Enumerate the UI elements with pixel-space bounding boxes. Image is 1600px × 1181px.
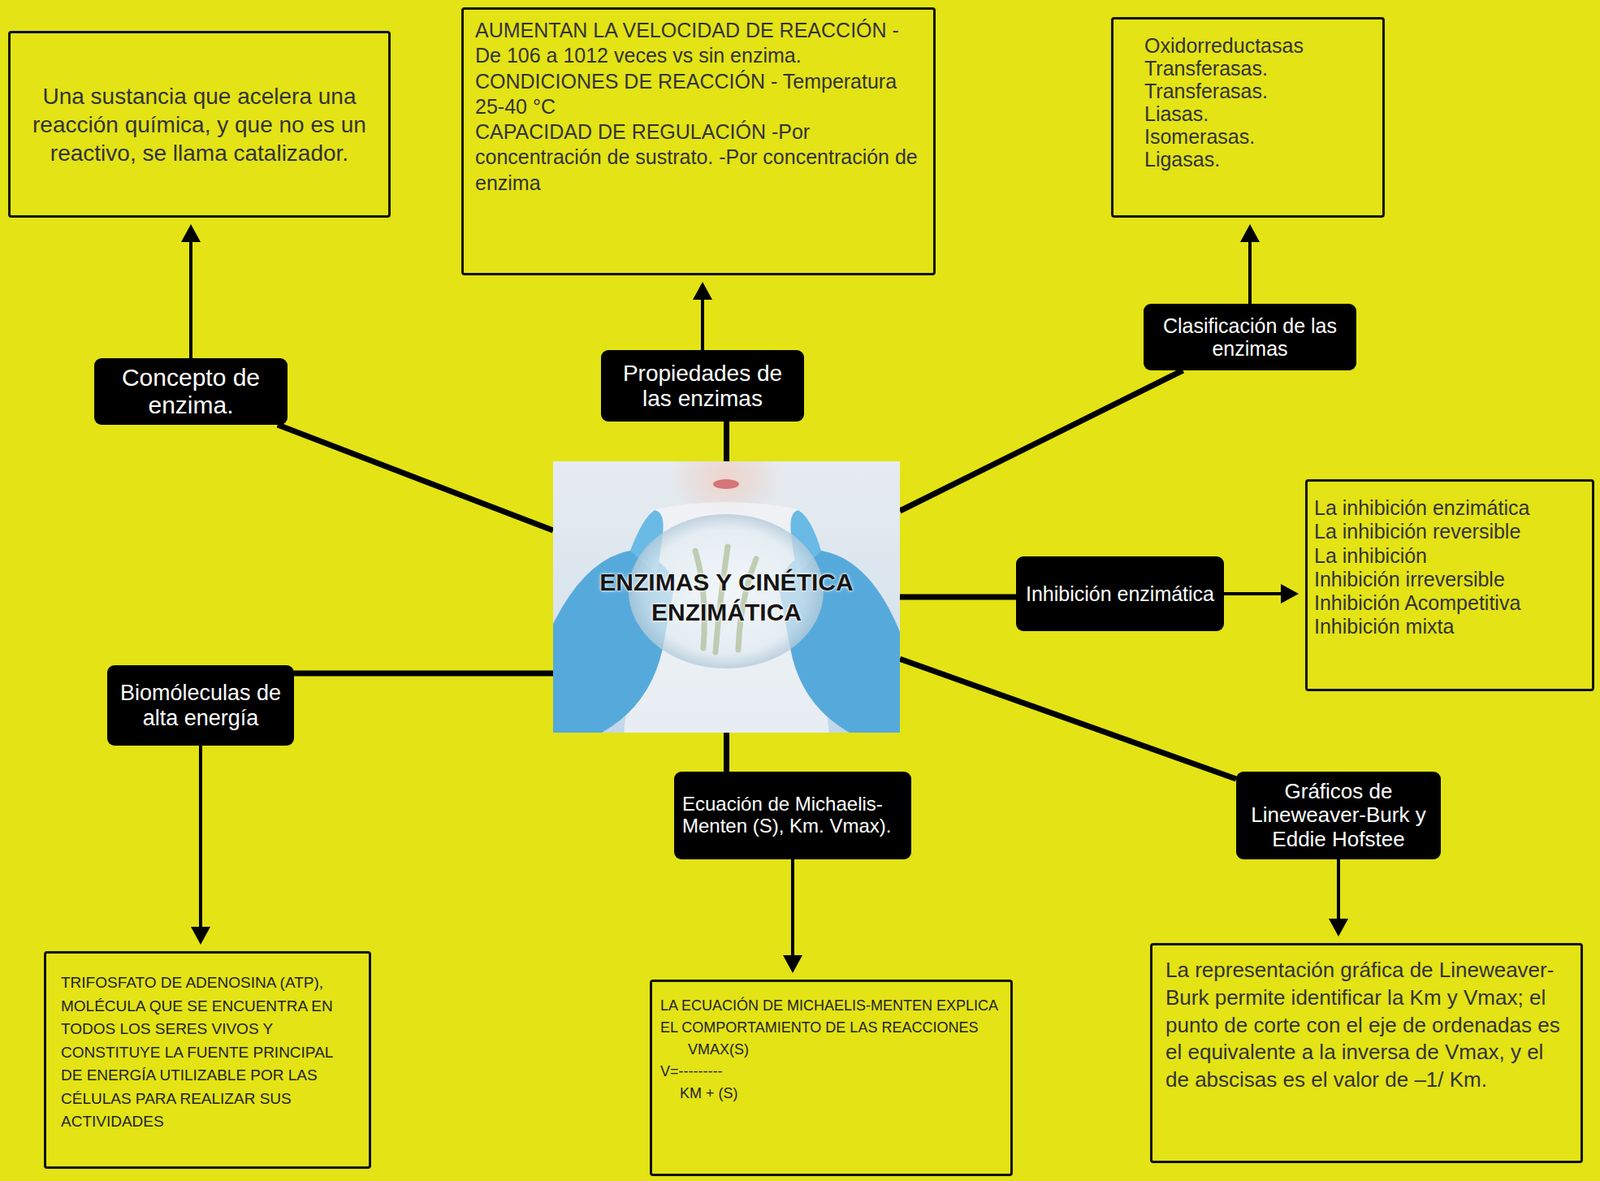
connector-line (899, 594, 1017, 601)
node-text: LA ECUACIÓN DE MICHAELIS-MENTEN EXPLICA … (660, 994, 1003, 1039)
topic-label: Biomóleculas de alta energía (107, 665, 295, 746)
node-text: CONDICIONES DE REACCIÓN - Temperatura 25… (475, 69, 922, 121)
branch-line (899, 658, 1237, 779)
topic-label: Ecuación de Michaelis-Menten (S), Km. Vm… (674, 771, 912, 860)
connector-line (700, 296, 705, 351)
node-text: Concepto de enzima. (102, 363, 280, 419)
topic-label: Gráficos de Lineweaver-Burk y Eddie Hofs… (1236, 771, 1441, 860)
connector-line (1223, 592, 1285, 596)
arrow-head (181, 224, 201, 243)
lab-illustration (553, 461, 900, 733)
inhibition-box: La inhibición enzimáticaLa inhibición re… (1305, 479, 1595, 692)
node-text: Inhibición mixta (1314, 614, 1586, 639)
arrow-head (692, 281, 713, 300)
connector-line (899, 370, 1183, 511)
arrow-head (1328, 918, 1349, 937)
node-text: Inhibición Acompetitiva (1314, 591, 1586, 615)
branch-line (294, 673, 554, 675)
photo-haze (553, 461, 900, 733)
node-text: AUMENTAN LA VELOCIDAD DE REACCIÓN -De 10… (475, 17, 922, 70)
node-text: CAPACIDAD DE REGULACIÓN -Por concentraci… (475, 119, 922, 196)
branch-line (726, 732, 727, 772)
properties-box: AUMENTAN LA VELOCIDAD DE REACCIÓN -De 10… (461, 7, 936, 276)
arrow-head (1240, 224, 1260, 243)
topic-label: Propiedades de las enzimas (601, 350, 805, 422)
node-text: ENZIMAS Y CINÉTICA ENZIMÁTICA (557, 566, 896, 628)
node-text: Biomóleculas de alta energía (115, 680, 286, 730)
connector-line (277, 424, 554, 531)
node-text: La representación gráfica de Lineweaver-… (1165, 956, 1571, 1095)
connector-line (189, 238, 193, 359)
connector-line (1248, 238, 1252, 304)
node-text: Oxidorreductasas (1144, 34, 1371, 57)
node-text: TRIFOSFATO DE ADENOSINA (ATP), MOLÉCULA … (60, 971, 355, 1134)
node-text: Liasas. (1144, 102, 1371, 126)
atp-box: TRIFOSFATO DE ADENOSINA (ATP), MOLÉCULA … (43, 951, 372, 1169)
branch-line (899, 370, 1183, 511)
node-text: Gráficos de Lineweaver-Burk y Eddie Hofs… (1244, 779, 1433, 851)
node-text: Isomerasas. (1144, 125, 1371, 148)
arrow-connector (1328, 859, 1349, 937)
arrow-head (190, 926, 211, 945)
node-text: Ligasas. (1144, 147, 1371, 171)
node-text: Inhibición irreversible (1314, 567, 1586, 592)
topic-label: Inhibición enzimática (1016, 556, 1224, 632)
arrow-head (782, 955, 803, 973)
photo-ground (553, 461, 900, 733)
node-text: Inhibición enzimática (1024, 582, 1216, 606)
connector-line (791, 859, 795, 959)
central-topic: ENZIMAS Y CINÉTICA ENZIMÁTICA (553, 461, 900, 733)
connector-line (723, 421, 730, 462)
arrow-head (1280, 583, 1299, 604)
topic-label: Concepto de enzima. (94, 358, 288, 425)
connector-line (723, 732, 730, 772)
arrow-connector (1223, 583, 1299, 604)
node-text: La inhibición (1314, 544, 1586, 568)
arrow-connector (190, 745, 211, 945)
branch-line (726, 421, 727, 462)
arrow-connector (782, 859, 803, 973)
classification-box: OxidorreductasasTransferasas.Transferasa… (1111, 17, 1385, 218)
definition-box: Una sustancia que acelera una reacción q… (8, 30, 391, 218)
node-text: Propiedades de las enzimas (609, 360, 796, 412)
arrow-connector (1240, 224, 1260, 304)
node-text: Transferasas. (1144, 79, 1371, 103)
node-text: Ecuación de Michaelis-Menten (S), Km. Vm… (682, 793, 904, 838)
node-text: Clasificación de las enzimas (1151, 314, 1349, 360)
node-text: V=--------- (660, 1060, 1003, 1083)
node-text: Transferasas. (1144, 56, 1371, 80)
equation-box: LA ECUACIÓN DE MICHAELIS-MENTEN EXPLICA … (649, 979, 1013, 1177)
node-text: La inhibición reversible (1314, 519, 1586, 544)
arrow-connector (181, 224, 201, 359)
connector-line (1336, 859, 1341, 922)
node-text: VMAX(S) (660, 1038, 1003, 1061)
node-text: Una sustancia que acelera una reacción q… (21, 82, 377, 168)
node-text: KM + (S) (660, 1082, 1003, 1105)
arrow-connector (692, 281, 713, 351)
connector-line (198, 745, 203, 930)
node-text: La inhibición enzimática (1314, 496, 1586, 520)
branch-line (277, 424, 554, 531)
topic-label: Clasificación de las enzimas (1143, 303, 1357, 371)
connector-line (294, 670, 554, 677)
branch-line (899, 596, 1017, 598)
connector-line (899, 658, 1237, 779)
lineweaver-box: La representación gráfica de Lineweaver-… (1150, 942, 1583, 1164)
